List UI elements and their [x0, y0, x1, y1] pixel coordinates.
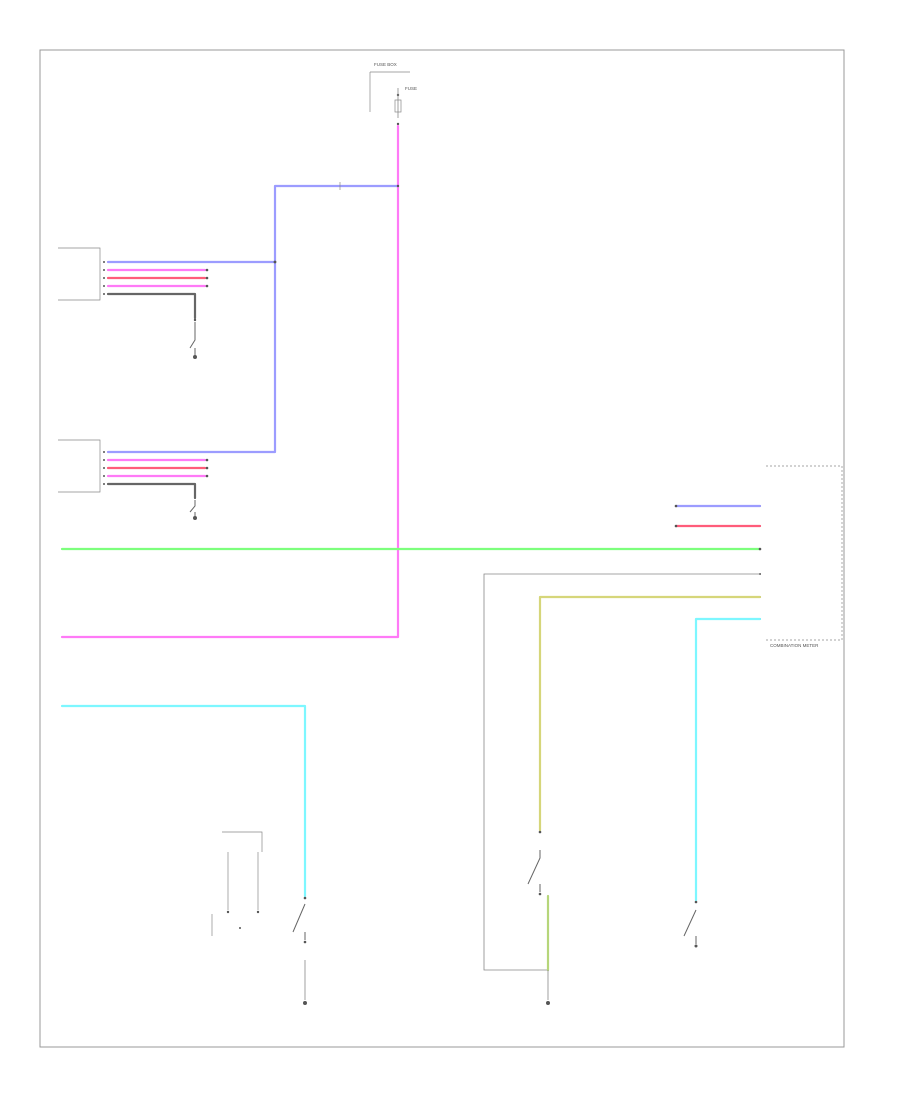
combination-meter-label: COMBINATION METER: [770, 643, 819, 648]
wire-yellow: [538, 595, 762, 832]
switch-center: [527, 850, 541, 892]
wire-black-ground-loop: [483, 573, 760, 971]
top-fuse-box-label: FUSE BOX: [374, 62, 397, 67]
combination-meter-block: COMBINATION METER: [759, 465, 843, 648]
ground-switch-upper: [189, 322, 196, 355]
wire-m2-black: [106, 482, 197, 500]
switch-right: [683, 909, 697, 944]
diagram-frame: [39, 49, 845, 1048]
switch-left: [292, 903, 306, 940]
wire-m1-black: [106, 292, 197, 320]
module-upper-left: [58, 247, 105, 301]
top-fuse-label: FUSE: [405, 86, 417, 91]
ground-switch-middle: [189, 500, 196, 516]
top-fuse-block: FUSE BOX FUSE: [369, 62, 417, 126]
module-middle-left: [58, 439, 105, 493]
wire-pink: [60, 124, 400, 639]
small-connector-bottom-left: [211, 831, 263, 936]
fuse-icon: [394, 99, 402, 113]
wire-blue: [106, 184, 400, 454]
wire-cyan-right: [694, 617, 762, 902]
wire-cyan-left: [60, 704, 307, 898]
